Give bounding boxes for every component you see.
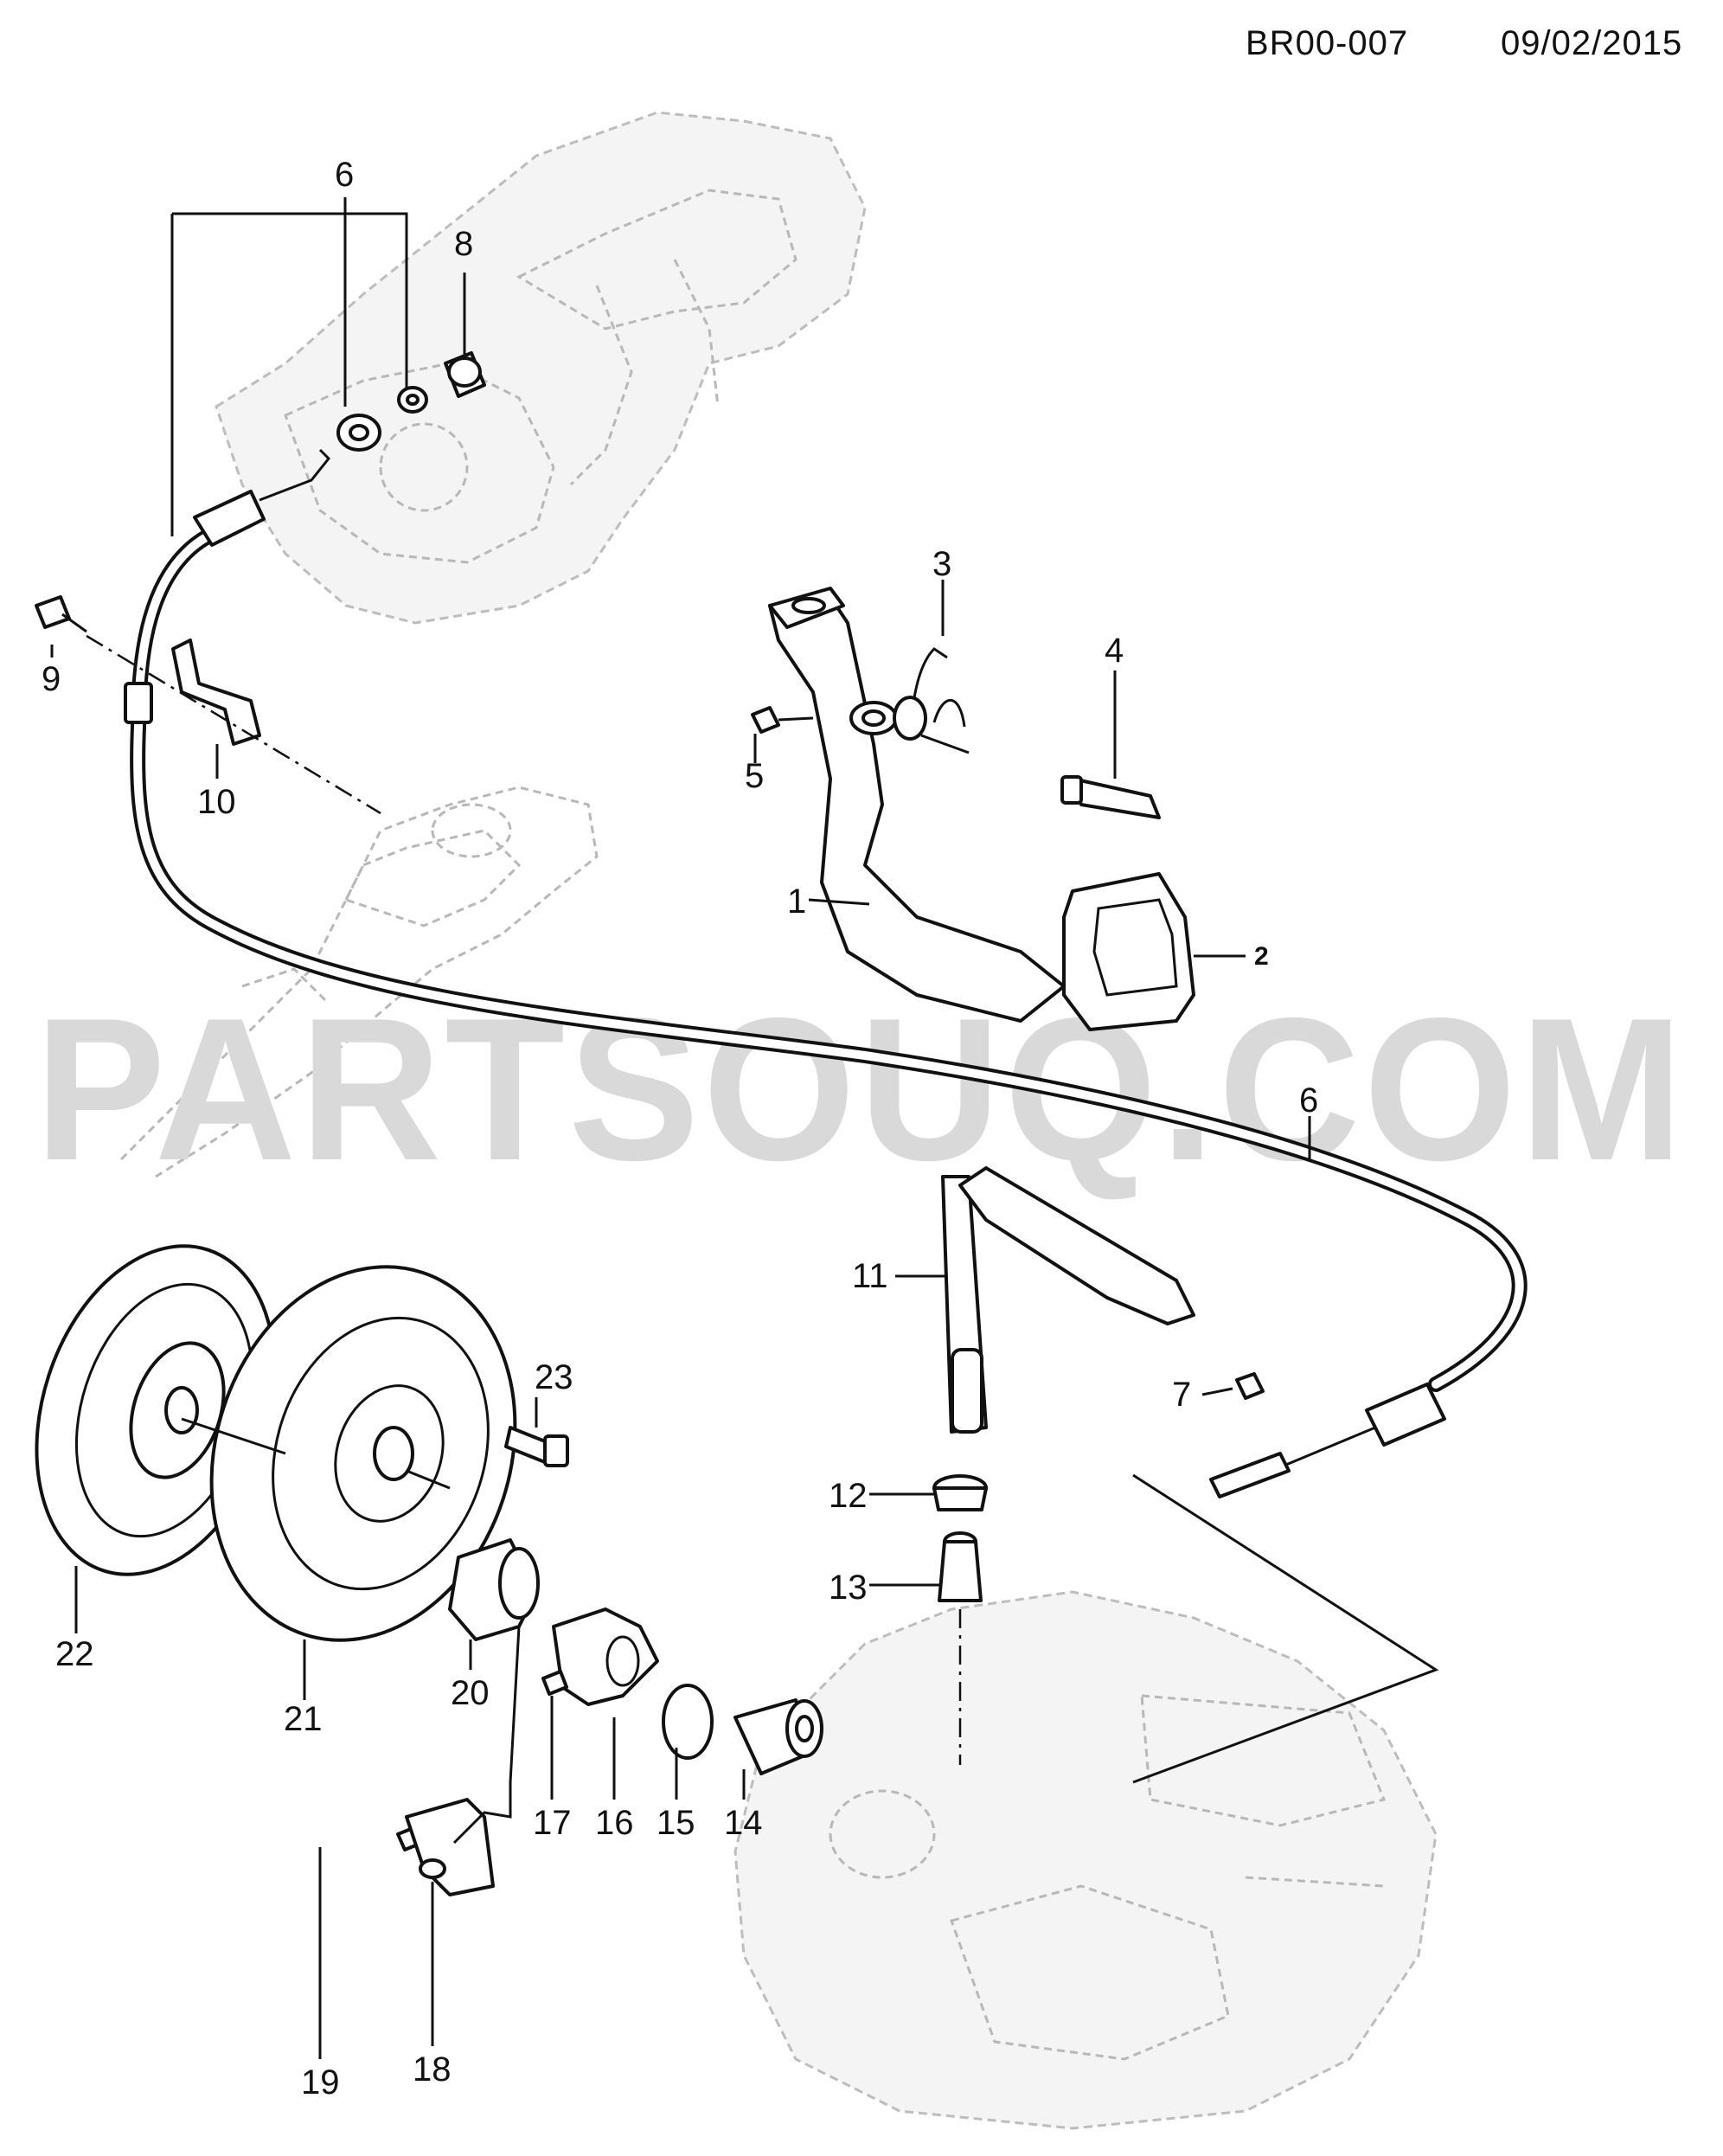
callout-19: 19 [301, 2063, 340, 2101]
callout-4: 4 [1105, 632, 1124, 670]
watermark: PARTSOUQ.COM [35, 975, 1687, 1203]
cable-bushings [336, 351, 486, 452]
release-shaft-assembly [932, 1166, 1439, 1784]
pedal-assembly [751, 587, 1195, 1031]
release-fork [396, 1626, 521, 1896]
callout-8: 8 [454, 225, 473, 263]
callout-1: 1 [787, 882, 806, 921]
leader-lines [50, 197, 1311, 2059]
callout-3: 3 [932, 545, 951, 583]
callout-17: 17 [533, 1804, 572, 1842]
callout-6-lower: 6 [1299, 1081, 1318, 1120]
ghost-bulkhead [215, 111, 867, 625]
diagram-code: BR00-007 [1246, 24, 1409, 62]
ghost-chassis [119, 786, 599, 1178]
diagram-date: 09/02/2015 [1501, 24, 1683, 62]
callout-6-upper: 6 [335, 156, 354, 194]
callout-5: 5 [745, 757, 764, 795]
callout-16: 16 [595, 1804, 634, 1842]
ghost-transaxle [733, 1590, 1438, 2130]
callout-12: 12 [829, 1477, 868, 1515]
callout-22: 22 [55, 1635, 94, 1673]
callout-18: 18 [413, 2050, 452, 2089]
callout-11: 11 [852, 1257, 888, 1295]
callout-2: 2 [1254, 942, 1269, 971]
callout-7: 7 [1172, 1376, 1191, 1414]
bolt-and-bracket [35, 595, 381, 815]
clutch-cable [124, 448, 1528, 1498]
callout-23: 23 [535, 1358, 573, 1396]
callout-10: 10 [197, 783, 236, 821]
callout-20: 20 [451, 1674, 490, 1712]
pressure-plate [181, 1265, 517, 1642]
callout-13: 13 [829, 1569, 868, 1607]
callout-21: 21 [284, 1700, 323, 1738]
callouts: 1 2 3 4 5 6 6 7 8 9 10 11 12 13 14 15 16… [42, 156, 1318, 2101]
callout-14: 14 [724, 1804, 763, 1842]
bolt-23 [504, 1426, 569, 1467]
release-bearing-group [448, 1538, 823, 1775]
callout-15: 15 [657, 1804, 695, 1842]
callout-9: 9 [42, 660, 61, 698]
